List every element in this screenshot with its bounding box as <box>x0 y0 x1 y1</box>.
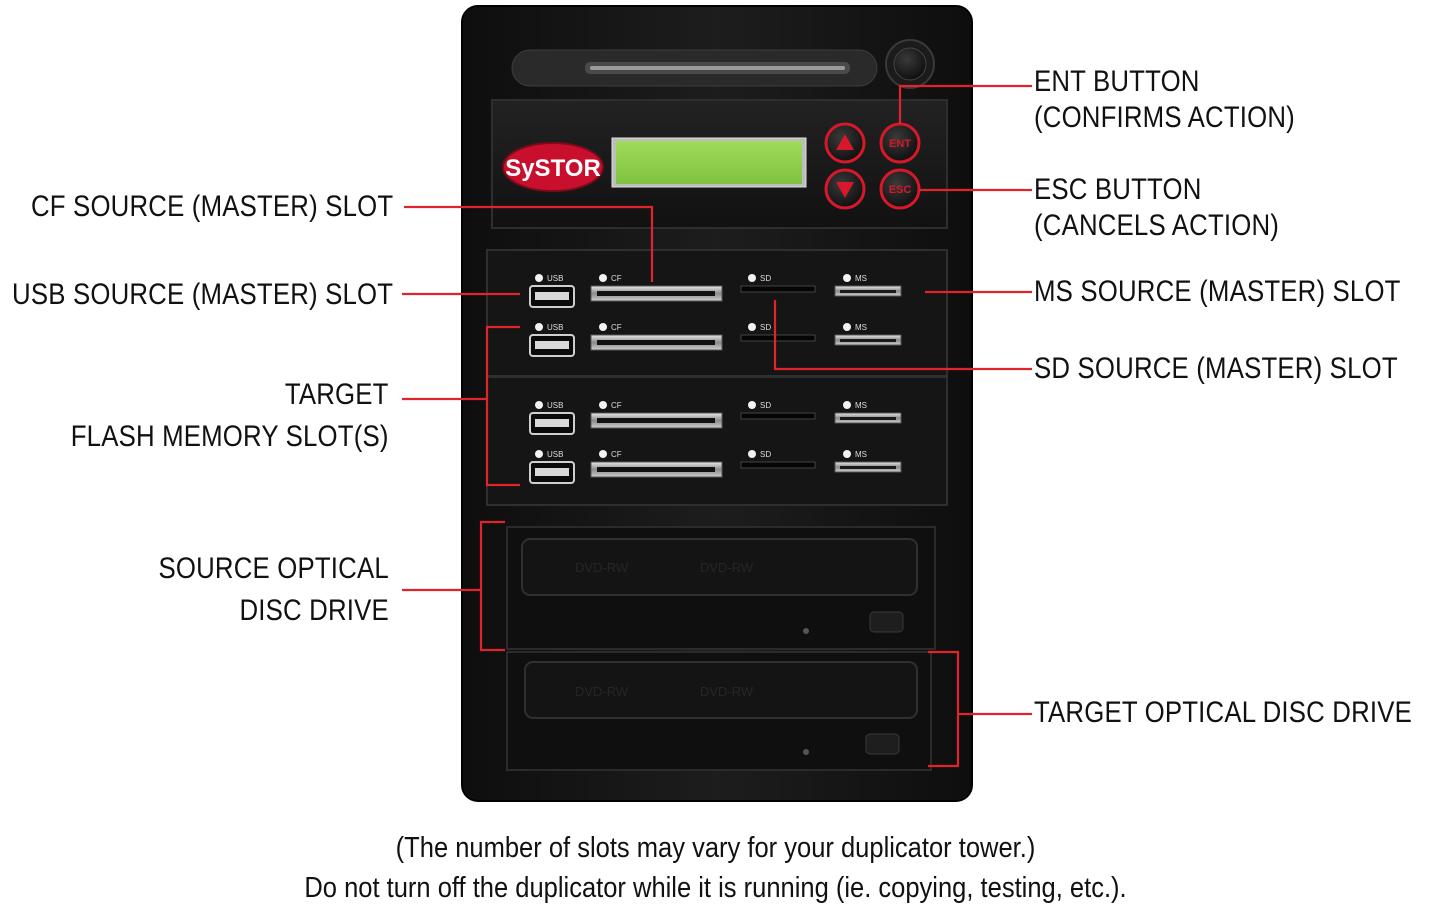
ms-slot[interactable]: MS <box>834 401 902 424</box>
svg-text:USB: USB <box>547 323 563 332</box>
slot-row: USB CF SD MS <box>529 450 902 484</box>
svg-text:CF: CF <box>611 323 622 332</box>
usb-slot[interactable]: USB <box>529 401 575 435</box>
cf-slot[interactable]: CF <box>590 274 723 302</box>
svg-text:SD: SD <box>760 274 771 283</box>
eject-button[interactable] <box>865 733 900 755</box>
target-optical-callout: TARGET OPTICAL DISC DRIVE <box>1034 696 1412 729</box>
ms-slot[interactable]: MS <box>834 274 902 297</box>
lcd-display <box>616 141 802 184</box>
svg-text:SD: SD <box>760 401 771 410</box>
ms-slot[interactable]: MS <box>834 450 902 473</box>
sd-slot[interactable]: SD <box>740 323 816 342</box>
svg-text:USB: USB <box>547 274 563 283</box>
svg-text:SD: SD <box>760 323 771 332</box>
target-optical-drive[interactable]: DVD-RW DVD-RW <box>506 651 932 771</box>
cf-slot[interactable]: CF <box>590 401 723 429</box>
source-optical-drive[interactable]: DVD-RW DVD-RW <box>506 526 936 650</box>
svg-text:USB: USB <box>547 450 563 459</box>
svg-text:DVD-RW: DVD-RW <box>575 684 629 699</box>
svg-text:MS: MS <box>855 274 867 283</box>
ent-button[interactable]: ENT <box>879 122 921 164</box>
cf-source-callout: CF SOURCE (MASTER) SLOT <box>30 190 393 223</box>
triangle-up-icon <box>836 134 854 150</box>
svg-text:CF: CF <box>611 401 622 410</box>
usb-slot[interactable]: USB <box>529 450 575 484</box>
svg-text:MS: MS <box>855 323 867 332</box>
usb-source-callout: USB SOURCE (MASTER) SLOT <box>11 278 393 311</box>
svg-text:CF: CF <box>611 274 622 283</box>
ms-slot[interactable]: MS <box>834 323 902 346</box>
svg-text:SySTOR: SySTOR <box>505 155 601 182</box>
sd-slot[interactable]: SD <box>740 450 816 469</box>
usb-slot[interactable]: USB <box>529 323 575 357</box>
triangle-down-icon <box>836 182 854 198</box>
target-flash-callout: TARGET FLASH MEMORY SLOT(S) <box>71 378 389 453</box>
brand-logo: SySTOR <box>502 142 604 192</box>
svg-text:ENT: ENT <box>889 138 911 150</box>
svg-text:SD: SD <box>760 450 771 459</box>
svg-text:DVD-RW: DVD-RW <box>700 684 754 699</box>
up-button[interactable] <box>824 122 866 164</box>
ent-button-callout: ENT BUTTON (CONFIRMS ACTION) <box>1034 65 1295 134</box>
sd-source-callout: SD SOURCE (MASTER) SLOT <box>1034 352 1398 385</box>
down-button[interactable] <box>824 168 866 210</box>
usb-slot[interactable]: USB <box>529 274 575 308</box>
cf-slot[interactable]: CF <box>590 450 723 478</box>
slot-row: USB CF SD MS <box>529 401 902 435</box>
svg-text:DVD-RW: DVD-RW <box>700 560 754 575</box>
footer-note-slots: (The number of slots may vary for your d… <box>395 832 1036 864</box>
card-reader-bay-1 <box>486 249 948 377</box>
esc-button[interactable]: ESC <box>879 168 921 210</box>
esc-button-callout: ESC BUTTON (CANCELS ACTION) <box>1034 173 1280 242</box>
sd-slot[interactable]: SD <box>740 401 816 420</box>
svg-text:MS: MS <box>855 401 867 410</box>
slot-row: USB CF SD MS <box>529 323 902 357</box>
slot-row: USB CF SD MS <box>529 274 902 308</box>
card-reader-bay-2 <box>486 376 948 506</box>
svg-text:MS: MS <box>855 450 867 459</box>
svg-text:ESC: ESC <box>889 184 912 196</box>
leader-lines <box>402 84 1032 768</box>
footer-note-warning: Do not turn off the duplicator while it … <box>304 872 1127 904</box>
eject-button[interactable] <box>869 611 904 633</box>
svg-text:DVD-RW: DVD-RW <box>575 560 629 575</box>
cf-slot[interactable]: CF <box>590 323 723 351</box>
slot-rows: USB CF SD MS USB CF SD MS USB CF SD MS USB CF SD MS <box>529 274 902 484</box>
source-optical-callout: SOURCE OPTICAL DISC DRIVE <box>158 552 389 627</box>
sd-slot[interactable]: SD <box>740 274 816 293</box>
ms-source-callout: MS SOURCE (MASTER) SLOT <box>1034 275 1401 308</box>
svg-text:USB: USB <box>547 401 563 410</box>
svg-text:CF: CF <box>611 450 622 459</box>
